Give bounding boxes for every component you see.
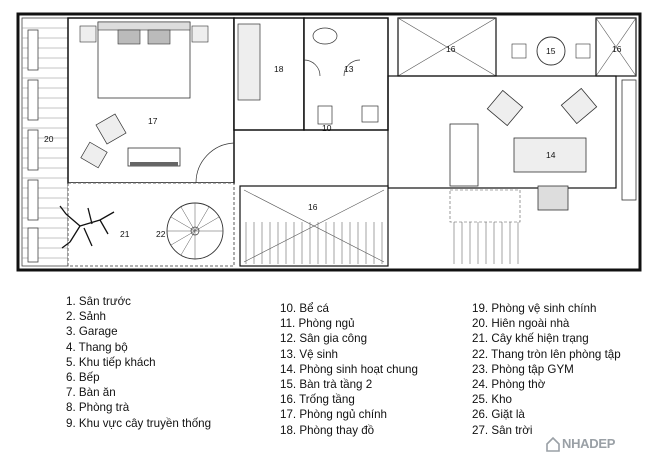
legend-item: 25. Kho [472,393,512,407]
stair-landing-right [449,189,521,223]
stair-treads [245,222,383,264]
legend-item: 9. Khu vực cây truyền thống [66,416,212,430]
floor-plan: 20 17 18 13 10 16 15 16 14 16 21 22 [16,12,642,272]
bed-pillow-left [117,29,141,45]
legend-item: 26. Giặt là [472,408,525,422]
armchair-2 [80,141,108,169]
legend-item: 13. Vệ sinh [280,347,339,361]
room-label-16-center: 16 [308,202,318,212]
room-14 [387,75,617,189]
room-label-17: 17 [148,116,158,126]
watermark-text: NHADEP [562,436,616,451]
room-label-22: 22 [156,229,166,239]
legend-item: 23. Phòng tập GYM [472,362,574,376]
spiral-stair-treads [167,203,223,259]
door-swing-1 [195,142,235,184]
legend-item: 16. Trống tầng [280,393,355,407]
bathtub [312,27,338,45]
legend-item: 5. Khu tiếp khách [66,355,156,369]
room-label-16-top: 16 [446,44,456,54]
legend-column-3: 19. Phòng vệ sinh chính 20. Hiên ngoài n… [472,301,621,438]
legend-item: 10. Bể cá [280,302,329,315]
legend-item: 11. Phòng ngủ [280,317,355,331]
room-label-13: 13 [344,64,354,74]
tea-stool-1 [511,43,527,59]
planter-boxes [27,29,39,263]
room-label-20: 20 [44,134,54,144]
room-label-14: 14 [546,150,556,160]
tea-table-15 [536,36,566,66]
nightstand-right [191,25,209,43]
legend-column-2: 10. Bể cá 11. Phòng ngủ 12. Sân gia công… [280,301,418,438]
lounge-chair-1 [486,89,524,127]
tv-screen [130,162,178,166]
bed-headboard [97,21,191,31]
right-column [621,79,637,201]
lounge-chair-2 [560,87,598,125]
room-label-21: 21 [120,229,130,239]
legend-item: 8. Phòng trà [66,401,130,415]
door-swing-2 [303,59,321,77]
bed [97,21,191,99]
house-logo-icon [546,436,560,452]
legend-item: 19. Phòng vệ sinh chính [472,302,597,315]
sink [361,105,379,123]
coffee-table [513,137,587,173]
room-label-15: 15 [546,46,556,56]
legend-item: 15. Bàn trà tầng 2 [280,378,373,392]
legend-item: 7. Bàn ăn [66,386,116,400]
legend-item: 6. Bếp [66,371,100,385]
door-swing-3 [343,59,361,77]
bed-pillow-right [147,29,171,45]
legend-item: 1. Sân trước [66,295,131,308]
legend-item: 12. Sân gia công [280,332,368,346]
desk-chair [537,185,569,211]
legend-item: 17. Phòng ngủ chính [280,408,388,422]
nightstand-left [79,25,97,43]
legend-item: 27. Sân trời [472,423,533,437]
star-fruit-tree-21 [59,205,115,249]
legend-item: 24. Phòng thờ [472,378,546,392]
armchair-1 [95,113,127,145]
tea-stool-2 [575,43,591,59]
room-label-10: 10 [322,123,332,133]
legend-item: 2. Sảnh [66,310,106,324]
legend-column-1: 1. Sân trước 2. Sảnh 3. Garage 4. Thang … [66,294,211,431]
outer-wall [16,12,642,272]
legend-item: 14. Phòng sinh hoạt chung [280,362,418,376]
legend-item: 21. Cây khế hiện trạng [472,332,589,346]
legend-item: 4. Thang bộ [66,340,128,354]
wardrobe [237,23,261,101]
stair-treads-right [453,222,519,264]
sofa [449,123,479,187]
room-label-16-right: 16 [612,44,622,54]
legend-item: 22. Thang tròn lên phòng tập [472,347,621,361]
legend-item: 20. Hiên ngoài nhà [472,317,570,331]
legend-item: 18. Phòng thay đồ [280,423,375,437]
room-label-18: 18 [274,64,284,74]
legend-item: 3. Garage [66,325,118,339]
toilet [317,105,333,125]
